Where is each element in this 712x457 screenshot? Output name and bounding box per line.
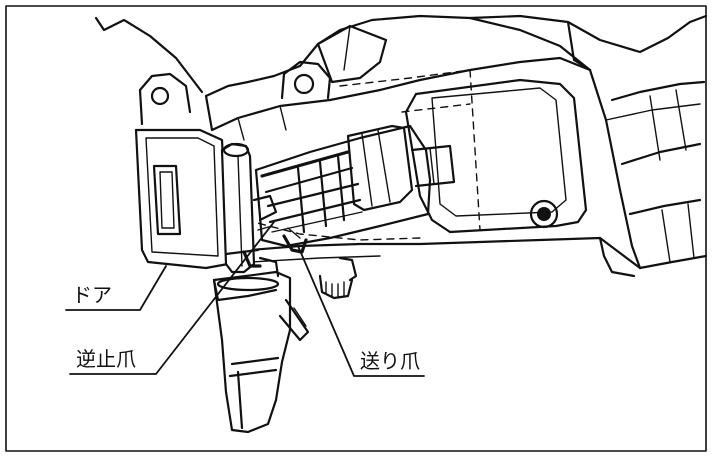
figure-frame: [5, 5, 707, 452]
magazine-tube: [212, 250, 310, 434]
leader-lines: [65, 221, 425, 377]
leader-line-feed-pawl: [297, 245, 425, 377]
feed-mechanism: [254, 124, 456, 254]
label-check-pawl: 逆止爪: [76, 347, 136, 371]
door-panel: [134, 128, 278, 274]
label-door: ドア: [72, 283, 112, 307]
label-feed-pawl: 送り爪: [360, 349, 420, 373]
machine-body: [94, 14, 708, 300]
leader-line-door: [65, 265, 167, 311]
leader-line-check-pawl: [69, 221, 275, 375]
